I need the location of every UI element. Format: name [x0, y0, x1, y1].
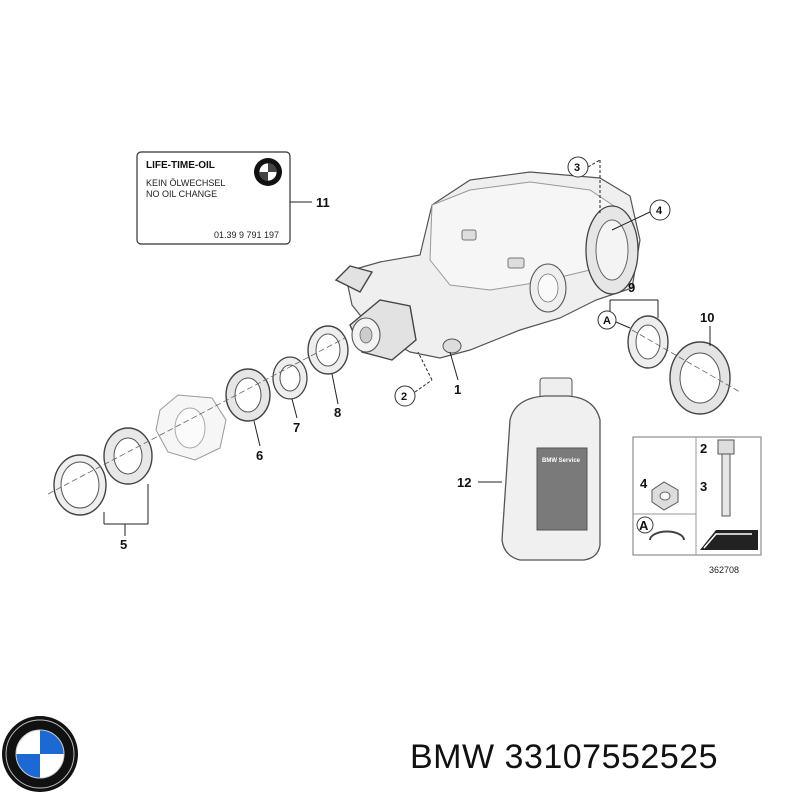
svg-text:12: 12: [457, 475, 471, 490]
callout-a-main: A: [597, 310, 631, 330]
hardware-inset: 4 2 3 A: [632, 436, 762, 556]
callout-4: 4: [611, 199, 671, 231]
callout-6: 6: [253, 420, 263, 463]
callout-8: 8: [331, 373, 341, 420]
svg-text:7: 7: [293, 420, 300, 435]
callout-3: 3: [567, 156, 601, 215]
circlip-a-icon: [649, 530, 685, 541]
bottle-label-text: BMW Service: [542, 458, 581, 464]
rear-differential-housing: [334, 171, 641, 361]
bearing-6: [225, 368, 271, 422]
inset-callout-2: 2: [700, 441, 707, 456]
sticker-part-number: 01.39 9 791 197: [214, 230, 279, 240]
brand-part-number-caption: BMW 33107552525: [410, 738, 718, 777]
sticker-line-1: KEIN ÖLWECHSEL: [146, 178, 225, 188]
callout-11: 11: [316, 195, 330, 210]
svg-text:2: 2: [401, 391, 407, 403]
sticker-line-2: NO OIL CHANGE: [146, 189, 217, 199]
brand-name: BMW: [410, 738, 495, 776]
callout-1: 1: [449, 351, 461, 397]
ghost-bearing-housing: [155, 394, 227, 461]
drawing-number: 362708: [709, 565, 739, 575]
svg-text:3: 3: [574, 162, 580, 174]
svg-text:6: 6: [256, 448, 263, 463]
svg-text:8: 8: [334, 405, 341, 420]
sticker-bmw-logo-icon: [254, 158, 282, 186]
bmw-logo-icon: [2, 716, 78, 792]
spacer-ring-7: [272, 356, 308, 400]
svg-text:1: 1: [454, 382, 461, 397]
torque-arrow-icon: [700, 530, 758, 550]
svg-text:10: 10: [700, 310, 714, 325]
callout-2: 2: [394, 351, 433, 407]
svg-text:A: A: [603, 315, 611, 327]
svg-text:4: 4: [656, 205, 663, 217]
ring-5b: [53, 454, 107, 516]
lock-ring-10: [669, 341, 731, 415]
nut-4-icon: [651, 481, 679, 511]
bearing-5a: [103, 427, 153, 485]
callout-7: 7: [291, 398, 300, 435]
life-time-oil-sticker: LIFE-TIME-OIL KEIN ÖLWECHSEL NO OIL CHAN…: [136, 151, 312, 245]
oil-bottle: BMW Service: [501, 377, 601, 561]
inset-callout-a: A: [639, 518, 649, 533]
part-number: 33107552525: [504, 738, 719, 776]
callout-5: 5: [103, 484, 149, 552]
callout-9: 9: [609, 280, 659, 318]
bolt-2-icon: [717, 439, 735, 517]
svg-text:9: 9: [628, 280, 635, 295]
callout-10: 10: [700, 310, 714, 346]
shaft-seal-9: [627, 315, 669, 369]
inset-callout-4: 4: [640, 476, 648, 491]
svg-text:11: 11: [316, 195, 330, 210]
callout-12: 12: [457, 475, 502, 490]
svg-text:5: 5: [120, 537, 127, 552]
inset-callout-3: 3: [700, 479, 707, 494]
sticker-title: LIFE-TIME-OIL: [146, 160, 215, 171]
shaft-seal-8: [307, 325, 349, 375]
